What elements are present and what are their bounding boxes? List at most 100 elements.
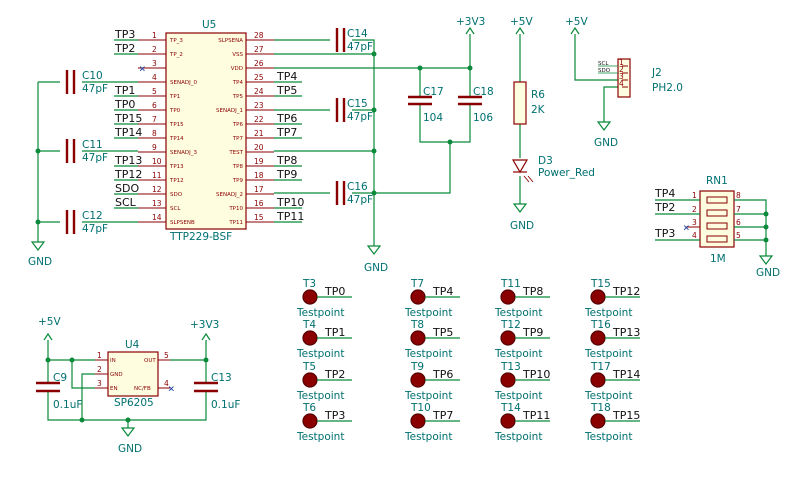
- testpoint-value: Testpoint: [494, 431, 542, 443]
- gnd-led-icon: [513, 203, 527, 213]
- u5-pin-name: TP14: [169, 136, 184, 142]
- testpoint-ref: T10: [410, 402, 431, 414]
- testpoint-pad-icon: [410, 330, 426, 346]
- testpoint-ref: T17: [590, 361, 611, 373]
- c16-capacitor: C16 47pF: [335, 181, 373, 206]
- u5-net-label: TP15: [114, 112, 142, 125]
- testpoint-value: Testpoint: [584, 348, 632, 360]
- testpoint-pad-icon: [590, 289, 606, 305]
- testpoint-ref: T4: [302, 319, 316, 331]
- u5-net-label: TP13: [114, 154, 142, 167]
- u5-net-label: TP9: [276, 168, 297, 181]
- u5-pin-number: 22: [254, 115, 264, 124]
- d3-led-icon: [511, 159, 534, 183]
- u5-pin-number: 1: [152, 31, 157, 40]
- gnd-led-label: GND: [510, 220, 534, 232]
- j2-pin-sdo: SDO: [598, 68, 611, 74]
- testpoint-value: Testpoint: [404, 390, 452, 402]
- u4-pin-out: OUT: [144, 358, 156, 364]
- c12-capacitor: C12 47pF: [65, 210, 108, 235]
- gnd-right-icon: [367, 245, 381, 255]
- u5-pin-number: 25: [254, 73, 264, 82]
- testpoint-value: Testpoint: [404, 431, 452, 443]
- rn1-ref: RN1: [706, 175, 728, 187]
- u5-pin-number: 12: [152, 185, 162, 194]
- c9-value: 0.1uF: [53, 399, 82, 411]
- u5-pin-number: 4: [152, 73, 157, 82]
- testpoint-net-label: TP6: [432, 368, 453, 381]
- u4-pin3: 3: [97, 379, 102, 388]
- u5-left-pins: 1TP_3TP32TP_2TP234SENADJ_05TP1TP16TP0TP0…: [114, 28, 197, 226]
- testpoint-value: Testpoint: [494, 307, 542, 319]
- u5-pin-name: TP8: [232, 164, 244, 170]
- testpoint-ref: T7: [410, 278, 424, 290]
- u5-net-label: TP7: [276, 126, 297, 139]
- testpoint-net-label: TP8: [522, 285, 543, 298]
- u5-pin-name: TEST: [228, 150, 243, 156]
- svg-text:1: 1: [619, 58, 624, 67]
- c14-value: 47pF: [347, 41, 373, 53]
- u5-pin-name: TP_3: [169, 38, 183, 44]
- u5-chip: U5 TTP229-BSF 1TP_3TP32TP_2TP234SENADJ_0…: [114, 19, 304, 243]
- testpoint-value: Testpoint: [404, 348, 452, 360]
- u4-pin1: 1: [97, 351, 102, 360]
- u5-pin-number: 17: [254, 185, 264, 194]
- u5-pin-name: SDO: [170, 192, 183, 198]
- c13-value: 0.1uF: [211, 399, 240, 411]
- c17-value: 104: [423, 112, 443, 124]
- testpoint-ref: T13: [500, 361, 521, 373]
- testpoint-net-label: TP0: [324, 285, 345, 298]
- testpoint-net-label: TP7: [432, 409, 453, 422]
- c13-capacitor: [194, 381, 218, 393]
- testpoint-value: Testpoint: [296, 307, 344, 319]
- gnd-j2-label: GND: [594, 137, 618, 149]
- d3-ref: D3: [538, 155, 553, 167]
- testpoint-grid: T3TestpointTP0T7TestpointTP4T11Testpoint…: [296, 278, 640, 443]
- c18-ref: C18: [473, 86, 494, 98]
- testpoint-ref: T9: [410, 361, 424, 373]
- c10-value: 47pF: [82, 83, 108, 95]
- u5-pin-number: 24: [254, 87, 264, 96]
- testpoint-value: Testpoint: [584, 431, 632, 443]
- c14-ref: C14: [347, 28, 368, 40]
- testpoint-value: Testpoint: [404, 307, 452, 319]
- u5-pin-number: 11: [152, 171, 162, 180]
- u5-pin-name: TP11: [228, 220, 243, 226]
- u5-pin-name: TP7: [232, 136, 244, 142]
- rn1-pin3-noconnect-icon: ×: [683, 221, 690, 234]
- u5-net-label: TP8: [276, 154, 297, 167]
- gnd-j2-icon: [597, 121, 611, 131]
- u5-pin-number: 23: [254, 101, 264, 110]
- testpoint-net-label: TP9: [522, 326, 543, 339]
- rn1-net-tp3: TP3: [654, 227, 675, 240]
- u5-pin-number: 27: [254, 45, 264, 54]
- svg-text:3: 3: [619, 72, 624, 81]
- rn1-pin4: 4: [692, 231, 697, 240]
- power-5v-u4-label: +5V: [38, 316, 61, 328]
- u4-pin2: 2: [97, 365, 102, 374]
- testpoint-pad-icon: [500, 372, 516, 388]
- u5-pin-number: 9: [152, 143, 157, 152]
- u5-pin-number: 26: [254, 59, 264, 68]
- c15-ref: C15: [347, 98, 368, 110]
- u4-pin-in: IN: [110, 358, 116, 364]
- c10-capacitor: C10 47pF: [65, 70, 108, 95]
- u5-body: [165, 32, 247, 230]
- rn1-pin8: 8: [736, 191, 741, 200]
- rn1-pin3: 3: [692, 218, 697, 227]
- testpoint-net-label: TP14: [612, 368, 640, 381]
- testpoint-pad-icon: [410, 289, 426, 305]
- d3-value: Power_Red: [538, 167, 595, 179]
- u4-pin-gnd: GND: [110, 372, 123, 378]
